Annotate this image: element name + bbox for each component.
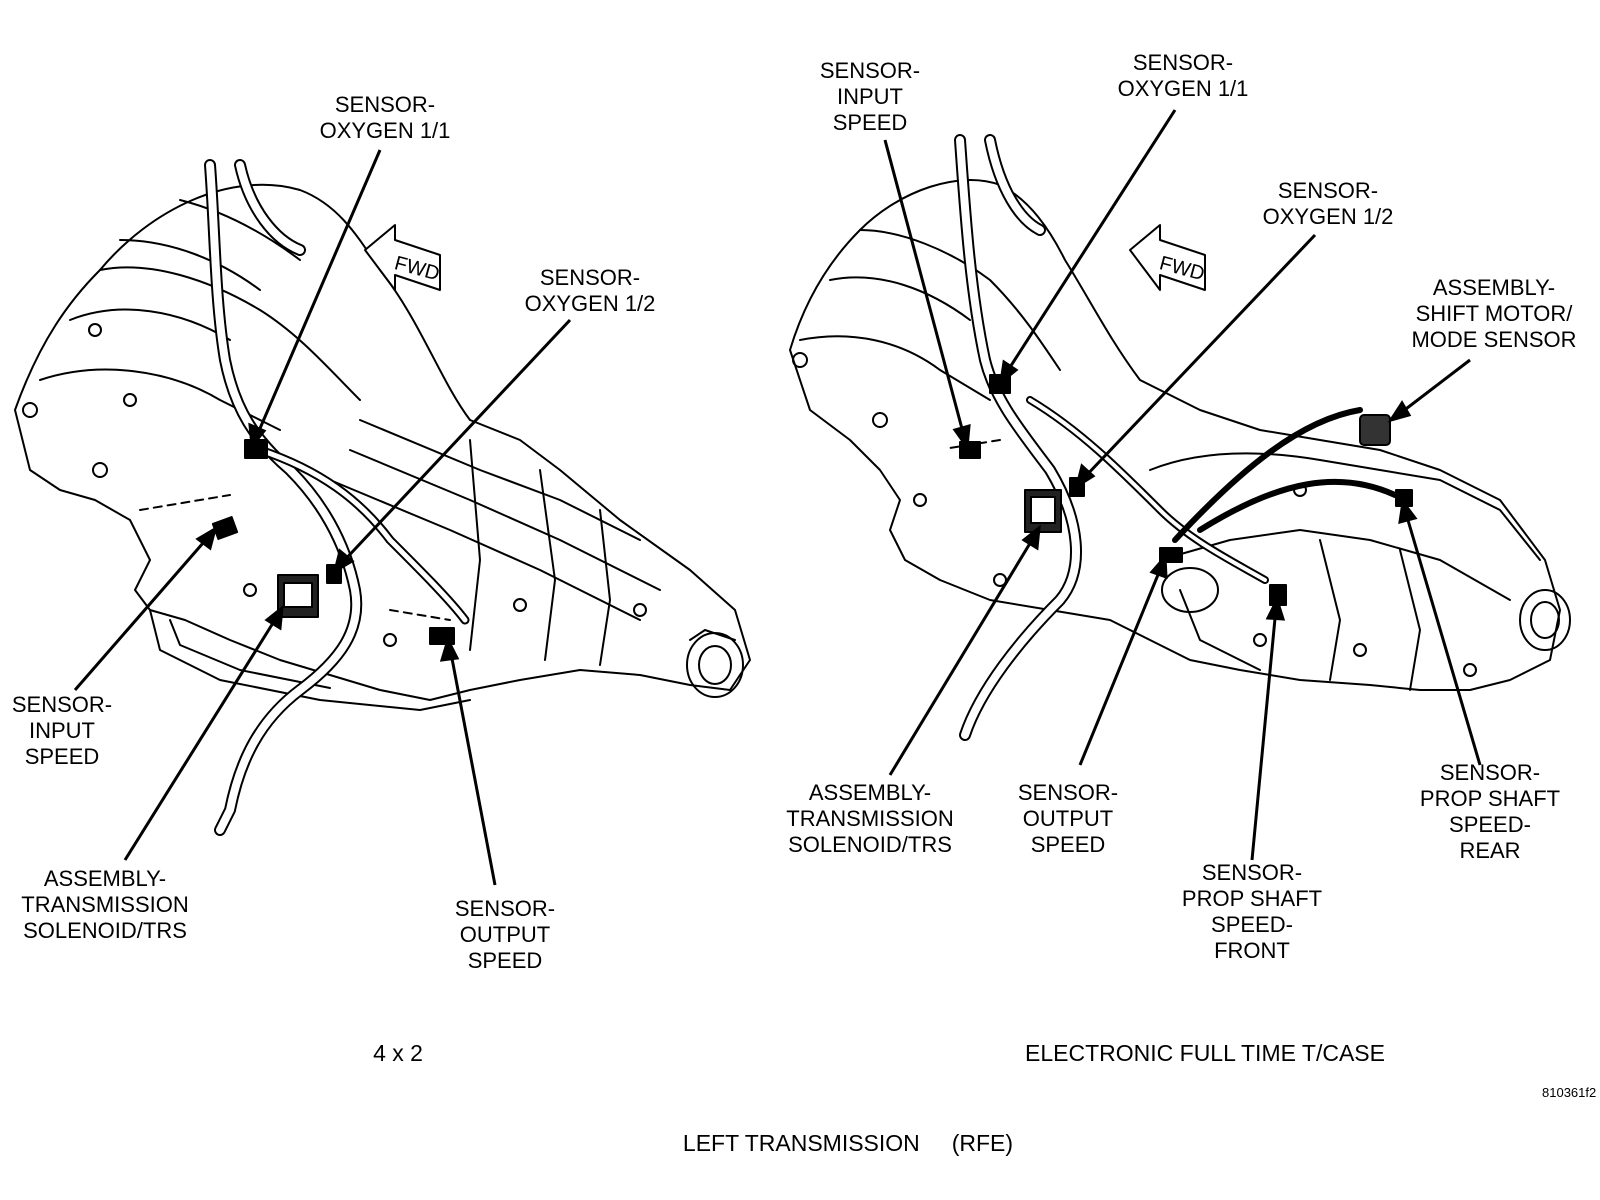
label-right-input-speed: SENSOR- INPUT SPEED (819, 58, 921, 135)
label-right-output-speed: SENSOR- OUTPUT SPEED (1017, 780, 1119, 857)
label-right-oxygen-1-1: SENSOR- OXYGEN 1/1 (1117, 50, 1249, 101)
transmission-tcase-drawing (789, 134, 1571, 741)
caption-tcase: ELECTRONIC FULL TIME T/CASE (1025, 1040, 1385, 1066)
caption-4x2: 4 x 2 (373, 1040, 423, 1066)
label-left-solenoid-trs: ASSEMBLY- TRANSMISSION SOLENOID/TRS (21, 866, 189, 943)
figure-id: 810361f2 (1542, 1085, 1597, 1100)
label-left-output-speed: SENSOR- OUTPUT SPEED (454, 896, 556, 973)
transmission-4x2-drawing (14, 159, 751, 836)
label-left-oxygen-1-1: SENSOR- OXYGEN 1/1 (319, 92, 451, 143)
leader-lines-right (883, 109, 1482, 861)
label-left-oxygen-1-2: SENSOR- OXYGEN 1/2 (524, 265, 656, 316)
leader-lines-left (73, 149, 572, 886)
label-right-solenoid-trs: ASSEMBLY- TRANSMISSION SOLENOID/TRS (786, 780, 954, 857)
label-right-shift-motor: ASSEMBLY- SHIFT MOTOR/ MODE SENSOR (1411, 275, 1577, 352)
diagram-title: LEFT TRANSMISSION (RFE) (682, 1130, 1014, 1156)
label-right-prop-shaft-rear: SENSOR- PROP SHAFT SPEED- REAR (1419, 760, 1561, 863)
label-right-prop-shaft-front: SENSOR- PROP SHAFT SPEED- FRONT (1181, 860, 1323, 963)
label-right-oxygen-1-2: SENSOR- OXYGEN 1/2 (1262, 178, 1394, 229)
label-left-input-speed: SENSOR- INPUT SPEED (11, 692, 113, 769)
